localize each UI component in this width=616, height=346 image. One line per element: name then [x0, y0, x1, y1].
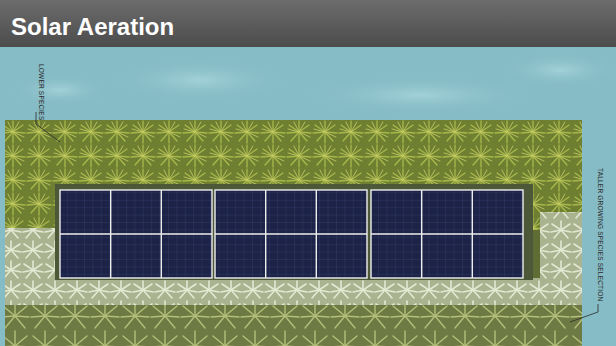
slide-title: Solar Aeration [11, 13, 174, 41]
plant-label: TALLER GROWING SPECIES SELECTION [596, 168, 604, 301]
plant-label: LOWER SPECIES [37, 64, 45, 120]
